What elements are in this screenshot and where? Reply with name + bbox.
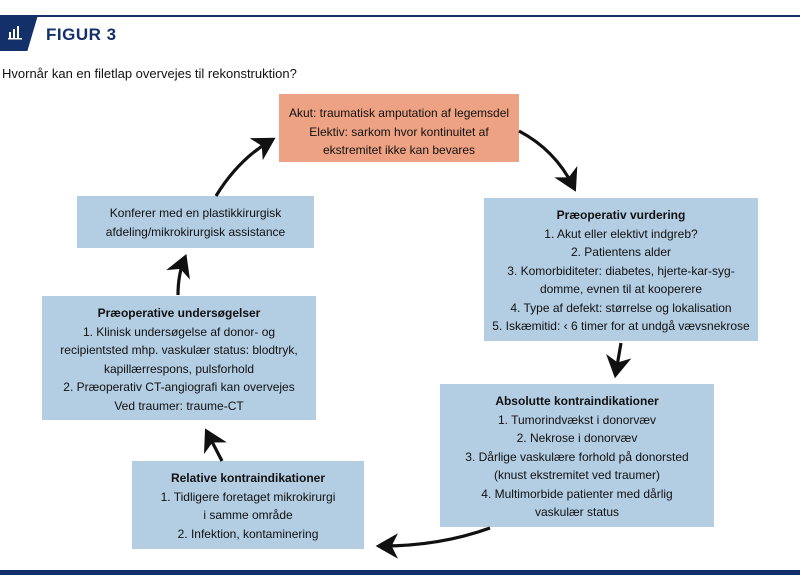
arrow-consult-to-indication xyxy=(214,137,276,197)
arrow-assessment-to-absolute xyxy=(606,342,632,379)
preop-exams-line: 2. Præoperativ CT-angiografi kan overvej… xyxy=(63,380,295,394)
preop-assessment-line: 5. Iskæmitid: ‹ 6 timer for at undgå væv… xyxy=(492,319,750,333)
indication-line: ekstremitet ikke kan bevares xyxy=(322,143,476,157)
arrow-absolute-to-relative xyxy=(375,526,491,559)
consult-box: Konferer med en plastikkirurgisk afdelin… xyxy=(77,196,314,248)
absolute-contraindications-line: vaskulær status xyxy=(534,505,620,519)
figure-badge xyxy=(0,15,38,51)
relative-contraindications-line: 2. Infektion, kontaminering xyxy=(177,526,319,541)
preop-assessment-line: 1. Akut eller elektivt indgreb? xyxy=(544,226,698,241)
preop-exams-line: kapillærrespons, pulsforhold xyxy=(103,361,255,376)
arrow-indication-to-assessment xyxy=(518,129,578,192)
indication-line: Akut: traumatisk amputation af legemsdel xyxy=(288,106,510,120)
top-rule xyxy=(0,15,800,17)
consult-line: Konferer med en plastikkirurgisk xyxy=(109,206,282,220)
arrow-relative-to-exams xyxy=(204,428,227,462)
preop-exams-line: 1. Klinisk undersøgelse af donor- og xyxy=(82,324,276,339)
relative-contraindications-line: i samme område xyxy=(203,508,293,522)
absolute-contraindications-line: (knust ekstremitet ved traumer) xyxy=(493,468,661,482)
bar-chart-icon xyxy=(8,26,22,40)
preop-assessment-line: 3. Komorbiditeter: diabetes, hjerte-kar-… xyxy=(507,263,735,278)
preop-exams-title: Præoperative undersøgelser xyxy=(97,306,261,320)
figure-label: FIGUR 3 xyxy=(46,25,117,44)
absolute-contraindications-title: Absolutte kontraindikationer xyxy=(495,394,659,408)
relative-contraindications-box: Relative kontraindikationer 1. Tidligere… xyxy=(132,461,364,549)
consult-line: afdeling/mikrokirurgisk assistance xyxy=(105,224,286,239)
preop-assessment-title: Præoperativ vurdering xyxy=(556,208,686,222)
absolute-contraindications-line: 1. Tumorindvækst i donorvæv xyxy=(497,412,657,427)
preop-exams-line: recipientsted mhp. vaskulær status: blod… xyxy=(60,343,298,357)
preop-exams-line: Ved traumer: traume-CT xyxy=(114,398,244,413)
absolute-contraindications-line: 3. Dårlige vaskulære forhold på donorste… xyxy=(465,449,689,464)
indication-box: Akut: traumatisk amputation af legemsdel… xyxy=(279,94,519,162)
arrow-exams-to-consult xyxy=(166,254,190,296)
preop-assessment-line: 4. Type af defekt: størrelse og lokalisa… xyxy=(510,300,732,315)
relative-contraindications-title: Relative kontraindikationer xyxy=(170,471,326,485)
figure-question: Hvornår kan en filetlap overvejes til re… xyxy=(2,66,297,81)
preop-assessment-line: domme, evnen til at kooperere xyxy=(539,282,703,296)
absolute-contraindications-line: 2. Nekrose i donorvæv xyxy=(516,431,638,445)
indication-line: Elektiv: sarkom hvor kontinuitet af xyxy=(309,124,489,139)
bottom-rule xyxy=(0,570,800,575)
relative-contraindications-line: 1. Tidligere foretaget mikrokirurgi xyxy=(160,489,336,504)
preop-assessment-box: Præoperativ vurdering 1. Akut eller elek… xyxy=(484,198,758,341)
preop-assessment-line: 2. Patientens alder xyxy=(570,245,672,259)
absolute-contraindications-line: 4. Multimorbide patienter med dårlig xyxy=(481,486,673,501)
preop-exams-box: Præoperative undersøgelser 1. Klinisk un… xyxy=(42,296,316,420)
absolute-contraindications-box: Absolutte kontraindikationer 1. Tumorind… xyxy=(440,384,714,527)
